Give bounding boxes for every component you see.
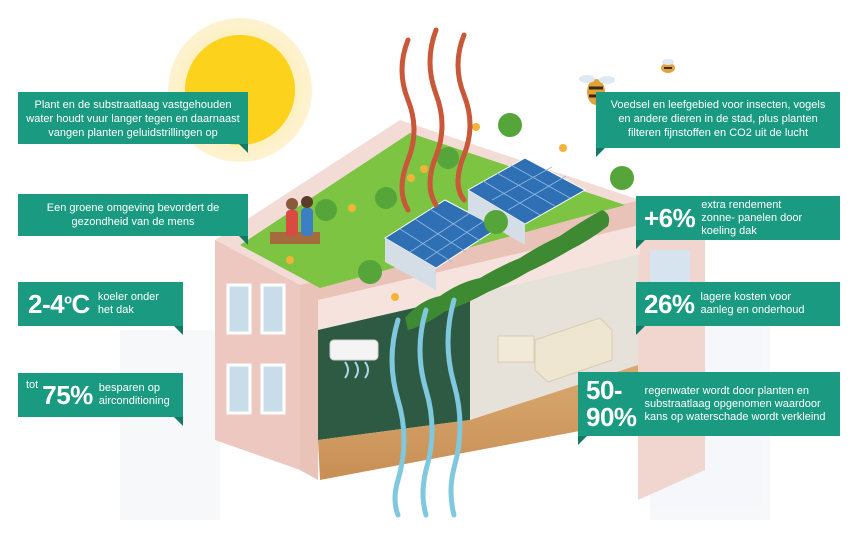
zonnepanelen-text: extra rendement zonne- panelen door koel… (701, 198, 803, 237)
right-facade (638, 210, 705, 500)
zonnepanelen-value: +6% (644, 202, 696, 233)
callout-text: Voedsel en leefgebied voor insecten, vog… (610, 99, 826, 139)
flowers (286, 123, 567, 301)
callout-zonnepanelen: +6% extra rendement zonne- panelen door … (636, 196, 840, 249)
airco-value: 75% (42, 379, 93, 410)
bench-with-people (270, 196, 320, 244)
koeler-text: koeler onder het dak (97, 291, 159, 316)
kosten-value: 26% (644, 288, 695, 319)
sofa-icon (497, 317, 613, 383)
kosten-text: lagere kosten voor aanleg en onderhoud (700, 291, 805, 316)
regenwater-value: 50- 90% (586, 375, 637, 432)
callout-groene-omgeving: Een groene omgeving bevordert de gezondh… (18, 194, 248, 245)
callout-kosten: 26% lagere kosten voor aanleg en onderho… (636, 282, 840, 335)
koeler-value: 2-4oC (28, 288, 90, 319)
callout-voedsel: Voedsel en leefgebied voor insecten, vog… (596, 92, 840, 157)
callout-airco: tot 75% besparen op airconditioning (18, 373, 183, 426)
air-conditioner-icon (329, 339, 379, 379)
callout-text: Plant en de substraatlaag vastgehouden w… (26, 99, 240, 139)
regenwater-text: regenwater wordt door planten en substra… (644, 384, 826, 423)
callout-koeler: 2-4oC koeler onder het dak (18, 282, 183, 335)
water-waves (389, 297, 463, 518)
callout-regenwater: 50- 90% regenwater wordt door planten en… (578, 372, 840, 445)
left-facade (215, 240, 300, 470)
airco-prefix: tot (26, 379, 39, 391)
airco-text: besparen op airconditioning (98, 382, 170, 407)
trees (315, 113, 634, 284)
heat-waves (399, 27, 473, 213)
callout-text: Een groene omgeving bevordert de gezondh… (46, 202, 220, 228)
callout-planten-substraat: Plant en de substraatlaag vastgehouden w… (18, 92, 248, 153)
bee-icon-small (661, 59, 675, 73)
